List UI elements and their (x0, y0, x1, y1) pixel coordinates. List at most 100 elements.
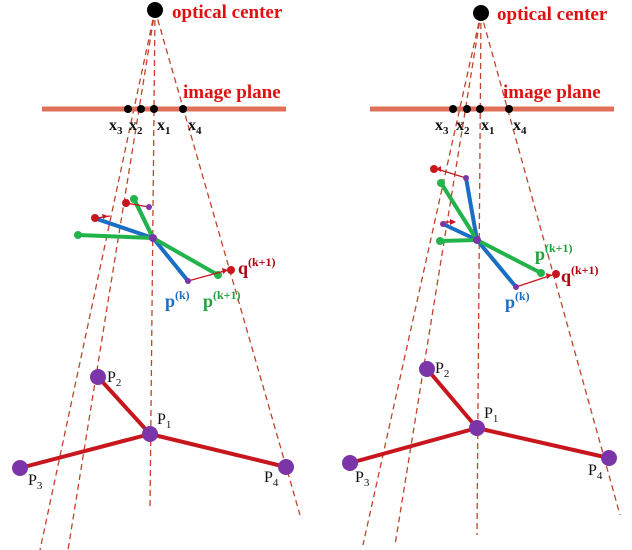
x3-point-right (449, 105, 457, 113)
x1-point-right (476, 105, 484, 113)
joint-p4 (278, 459, 294, 475)
structure-3d: P1 P2 P3 P4 (12, 369, 294, 492)
p2-label: P2 (107, 369, 121, 389)
p1-label: P1 (157, 411, 171, 431)
q-k1-label-right: q(k+1) (561, 263, 599, 286)
green-bone-2-right (439, 238, 478, 243)
red-arrow-1-right (436, 168, 467, 179)
blue-bone-1 (96, 217, 154, 240)
p2-label-right: P2 (435, 360, 449, 380)
image-plane-label: image plane (183, 82, 281, 103)
ray-p3-right (362, 12, 482, 546)
red-arrow-3-right (515, 274, 553, 288)
x1-point (150, 105, 158, 113)
purple-end-2 (185, 278, 191, 284)
left-panel: optical center image plane x3 x2 x1 x4 P… (12, 2, 301, 550)
bone-p1-p3-right (349, 426, 478, 465)
red-point-2 (122, 199, 130, 207)
red-arrowhead-1-right (436, 166, 441, 172)
optical-center-label: optical center (172, 2, 283, 23)
x1-label: x1 (157, 117, 171, 137)
green-end-2 (130, 195, 138, 203)
x2-label: x2 (129, 117, 143, 137)
p-k-label-right: p(k) (505, 289, 530, 312)
bone-p1-p4 (149, 432, 287, 469)
pose-center (149, 234, 157, 242)
red-point-3 (227, 266, 235, 274)
pose-group: q(k+1) p(k) p(k+1) (74, 195, 276, 311)
red-point-1 (91, 214, 99, 222)
p1-label-right: P1 (484, 405, 498, 425)
x2-label-right: x2 (456, 117, 470, 137)
bone-p1-p3 (19, 432, 151, 470)
joint-p4-right (601, 450, 617, 466)
q-k1-label: q(k+1) (238, 255, 276, 278)
x4-label-right: x4 (513, 117, 527, 137)
right-panel: optical center image plane x3 x2 x1 x4 P… (342, 4, 621, 546)
green-bone-1 (77, 233, 154, 240)
ray-p4-right (480, 12, 621, 516)
optical-center-label-right: optical center (497, 4, 608, 25)
x3-label: x3 (109, 117, 123, 137)
joint-p3 (12, 460, 28, 476)
optical-center-point-right (473, 5, 489, 21)
x3-label-right: x3 (435, 117, 449, 137)
optical-center-point (147, 2, 163, 18)
structure-3d-right: P1 P2 P3 P4 (342, 360, 617, 489)
pose-center-right (473, 236, 481, 244)
ray-p2 (67, 9, 156, 550)
ray-p1 (149, 9, 156, 511)
blue-bone-1-right (442, 222, 478, 242)
red-arrowhead-2-right (450, 219, 456, 225)
green-bone-1-right (439, 181, 479, 242)
green-bone-3-right (476, 238, 542, 275)
bone-p1-p2 (96, 375, 152, 436)
bone-p1-p4-right (476, 426, 610, 460)
p-k1-label-right: p(k+1) (535, 241, 573, 264)
joint-p1 (142, 426, 158, 442)
x4-label: x4 (188, 117, 202, 137)
x1-label-right: x1 (481, 117, 495, 137)
red-point-1-right (430, 165, 438, 173)
ray-p2-right (394, 12, 482, 546)
green-bone-3 (152, 236, 219, 277)
blue-bone-2-right (464, 177, 479, 241)
ray-p1-right (476, 12, 482, 536)
red-point-3-right (552, 270, 560, 278)
purple-end-2-right (440, 221, 446, 227)
joint-p3-right (342, 455, 358, 471)
p4-label: P4 (264, 469, 279, 489)
purple-end-1-right (463, 175, 469, 181)
x2-point-right (463, 105, 471, 113)
purple-end-1 (146, 204, 152, 210)
p-k1-label: p(k+1) (203, 288, 241, 311)
joint-p1-right (469, 420, 485, 436)
x4-point (179, 105, 187, 113)
p3-label-right: P3 (355, 469, 370, 489)
green-end-1-right (437, 179, 445, 187)
joint-p2 (90, 369, 106, 385)
ray-p4 (154, 9, 301, 516)
purple-end-3-right (513, 284, 519, 290)
red-arrowhead-3-right (546, 273, 552, 279)
bone-p1-p2-right (425, 367, 479, 430)
x4-point-right (505, 105, 513, 113)
red-arrow-3 (187, 269, 229, 282)
x3-point (124, 105, 132, 113)
p3-label: P3 (28, 472, 43, 492)
green-end-3-right (537, 269, 545, 277)
p-k-label: p(k) (165, 288, 190, 311)
image-plane-label-right: image plane (503, 82, 601, 103)
red-arrowhead-1 (102, 214, 108, 219)
green-end-2-right (436, 237, 444, 245)
pose-group-right: p(k+1) q(k+1) p(k) (430, 165, 599, 312)
p4-label-right: P4 (588, 462, 603, 482)
blue-bone-3-right (475, 238, 518, 289)
green-end-1 (74, 231, 82, 239)
x2-point (137, 105, 145, 113)
ray-p3 (39, 9, 156, 550)
joint-p2-right (419, 361, 435, 377)
blue-bone-3 (151, 236, 190, 283)
red-arrowhead-3 (222, 268, 228, 274)
